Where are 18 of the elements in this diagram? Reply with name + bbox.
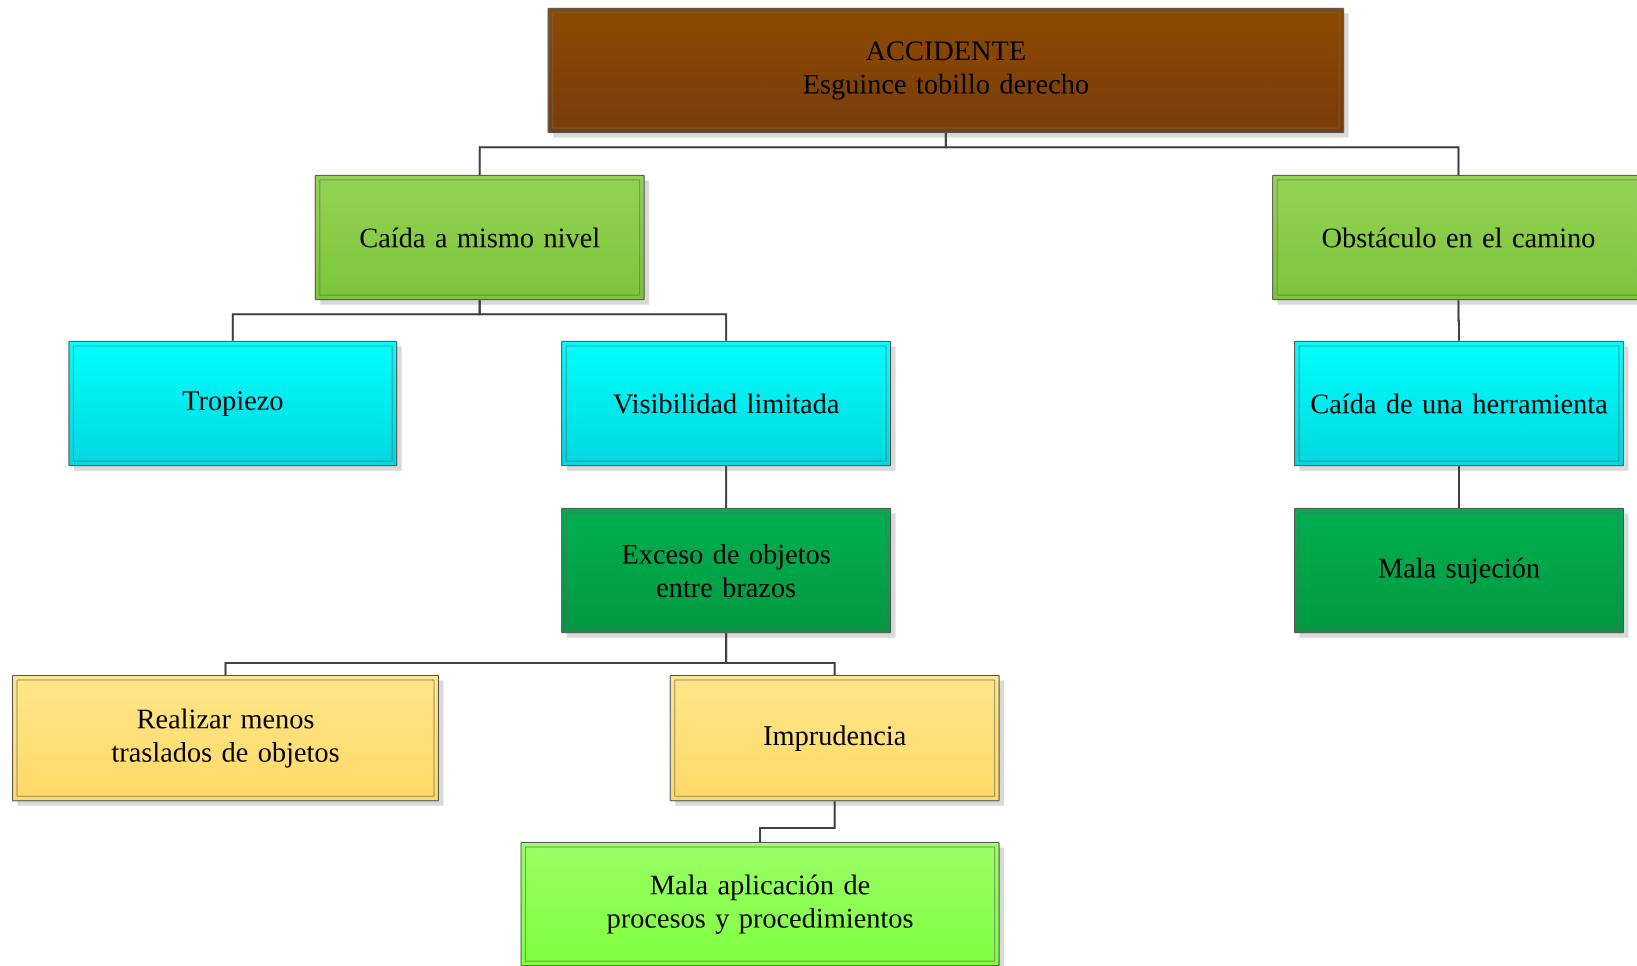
cause-box: Caída a mismo nivel bbox=[314, 174, 650, 305]
cause-box: Imprudencia bbox=[669, 674, 1005, 806]
cause-box: Exceso de objetos entre brazos bbox=[561, 507, 896, 638]
cause-box: Obstáculo en el camino bbox=[1272, 174, 1637, 305]
cause-box: Mala aplicación de procesos y procedimientos bbox=[520, 842, 1005, 966]
connector-line bbox=[759, 800, 836, 843]
connector-line bbox=[725, 465, 728, 509]
cause-box: Realizar menos traslados de objetos bbox=[12, 674, 444, 806]
cause-box: Caída de una herramienta bbox=[1294, 340, 1629, 471]
connector-line bbox=[478, 299, 728, 342]
connector-line bbox=[1457, 299, 1460, 342]
connector-line bbox=[944, 132, 1460, 176]
cause-box: Visibilidad limitada bbox=[561, 340, 896, 471]
connector-line bbox=[725, 632, 836, 676]
cause-box: ACCIDENTE Esguince tobillo derecho bbox=[547, 7, 1349, 138]
connector-line bbox=[1458, 465, 1460, 509]
cause-box: Mala sujeción bbox=[1294, 507, 1629, 638]
cause-box: Tropiezo bbox=[68, 340, 402, 471]
